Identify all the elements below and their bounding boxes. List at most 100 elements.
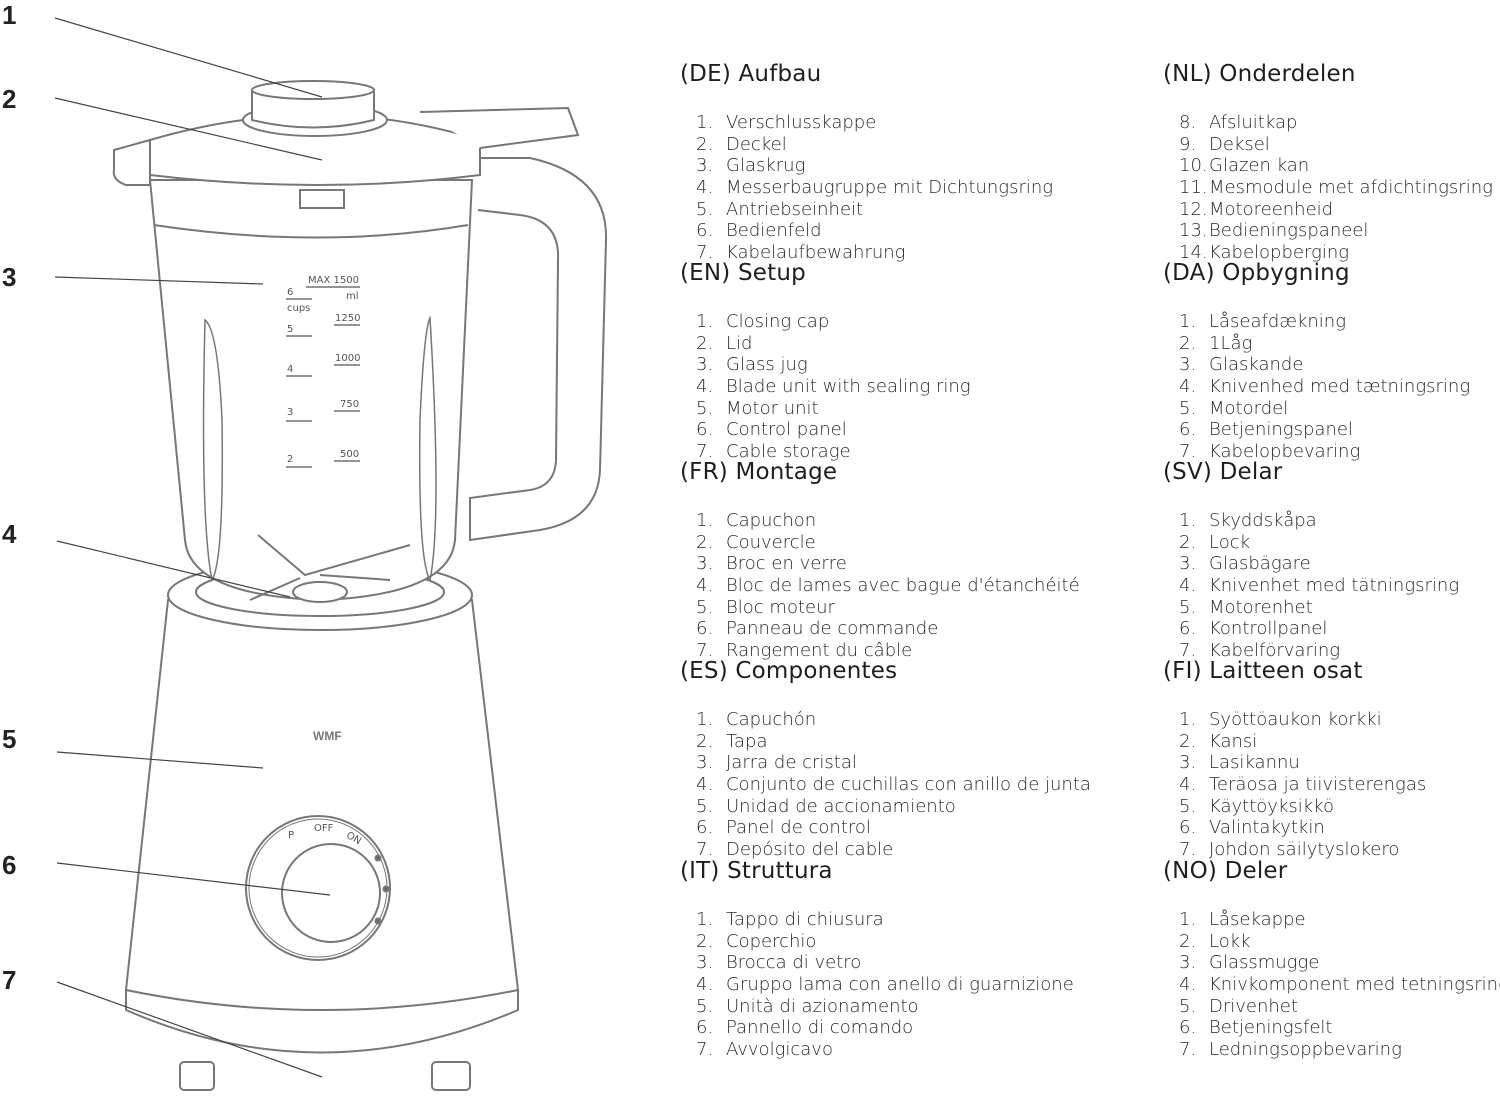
list-item: 6.Panel de control [696, 817, 1020, 839]
list-item: 7. Cable storage [696, 441, 1020, 463]
list-item: 8.Afsluitkap [1179, 112, 1500, 134]
item-number: 6. [696, 618, 714, 640]
list-item: 2.Tapa [696, 731, 1020, 753]
item-label: Capuchon [726, 510, 817, 531]
item-label: Teräosa ja tiivisterengas [1209, 774, 1427, 796]
item-label: Lokk [1209, 930, 1251, 952]
list-item: 6. Valintakytkin [1179, 817, 1500, 839]
item-label: Blade unit with sealing ring [726, 376, 971, 398]
item-number: 6. [1179, 618, 1197, 640]
item-number: 2. [696, 730, 714, 752]
callout-6: 6 [2, 850, 17, 880]
item-number: 6. [1179, 817, 1197, 839]
item-label: Kabelförvaring [1209, 640, 1341, 662]
item-label: Bloc moteur [726, 596, 835, 618]
item-number: 3. [1179, 952, 1197, 974]
item-label: Lock [1209, 531, 1251, 553]
item-label: Låsekappe [1209, 909, 1306, 930]
dial-off-label: OFF [314, 823, 334, 834]
item-label: Tappo di chiusura [726, 909, 884, 930]
item-label: 1Låg [1209, 332, 1253, 354]
callout-3: 3 [2, 262, 17, 292]
item-label: Cable storage [726, 441, 851, 463]
list-item: 4. Knivkomponent med tetningsring [1179, 974, 1500, 996]
item-number: 4. [1179, 376, 1197, 398]
item-label: Glaskrug [726, 155, 806, 177]
item-number: 3. [696, 354, 714, 376]
item-label: Syöttöaukon korkki [1209, 709, 1382, 730]
list-item: 12.Motoreenheid [1179, 199, 1500, 221]
item-number: 1. [1179, 510, 1197, 531]
cups-marking: cups [287, 303, 310, 314]
item-number: 7. [696, 441, 714, 463]
item-label: Gruppo lama con anello di guarnizione [726, 974, 1074, 996]
item-label: Knivkomponent med tetningsring [1209, 974, 1500, 996]
item-number: 11. [1179, 177, 1208, 199]
item-number: 5. [696, 198, 714, 220]
list-item: 2.Coperchio [696, 931, 1020, 953]
foot [179, 1061, 215, 1091]
item-label: Motoreenheid [1209, 198, 1334, 220]
item-label: Glassmugge [1209, 952, 1320, 974]
item-label: Kabelaufbewahrung [726, 242, 906, 264]
item-number: 4. [1179, 974, 1197, 996]
item-number: 5. [1179, 397, 1197, 419]
item-number: 2. [1179, 730, 1197, 752]
item-number: 7. [1179, 441, 1197, 463]
list-item: 5. Antriebseinheit [696, 199, 1020, 221]
item-number: 7. [1179, 839, 1197, 861]
item-number: 5. [1179, 795, 1197, 817]
item-number: 1. [1179, 311, 1197, 332]
callout-1: 1 [2, 0, 17, 30]
item-number: 13. [1179, 220, 1208, 242]
item-number: 6. [696, 419, 714, 441]
item-number: 2. [1179, 332, 1197, 354]
list-item: 9.Deksel [1179, 134, 1500, 156]
list-item: 7. Depósito del cable [696, 839, 1020, 861]
item-label: Bedieningspaneel [1209, 220, 1369, 242]
list-item: 14.Kabelopberging [1179, 242, 1500, 264]
item-number: 7. [696, 839, 714, 861]
blade-unit [249, 534, 411, 601]
list-item: 2. Lock [1179, 532, 1500, 554]
list-item: 7.Ledningsoppbevaring [1179, 1039, 1500, 1061]
list-item: 6.Betjeningsfelt [1179, 1017, 1500, 1039]
item-number: 3. [696, 952, 714, 974]
jug-markings [286, 286, 360, 468]
dial-knob [281, 843, 381, 943]
list-item: 2.Kansi [1179, 731, 1500, 753]
list-item: 2.Couvercle [696, 532, 1020, 554]
item-number: 3. [696, 155, 714, 177]
list-item: 4.Conjunto de cuchillas con anillo de ju… [696, 774, 1091, 796]
list-item: 1.Closing cap [696, 311, 1020, 333]
item-number: 7. [696, 242, 714, 264]
item-label: Kontrollpanel [1209, 618, 1328, 640]
item-label: Skyddskåpa [1209, 510, 1317, 531]
list-item: 2.Lid [696, 333, 1020, 355]
list-item: 3.Glaskande [1179, 354, 1500, 376]
item-label: Betjeningsfelt [1209, 1017, 1333, 1039]
item-label: Brocca di vetro [726, 952, 862, 974]
item-label: Valintakytkin [1209, 817, 1325, 839]
closing-cap [251, 89, 375, 129]
item-number: 2. [1179, 531, 1197, 553]
item-number: 2. [696, 531, 714, 553]
item-number: 6. [696, 1017, 714, 1039]
list-item: 3. Glassmugge [1179, 952, 1500, 974]
item-label: Antriebseinheit [726, 198, 864, 220]
list-item: 13.Bedieningspaneel [1179, 220, 1500, 242]
item-label: Glazen kan [1209, 155, 1310, 177]
item-label: Depósito del cable [726, 839, 894, 861]
list-item: 4.Knivenhed med tætningsring [1179, 376, 1500, 398]
item-number: 5. [696, 995, 714, 1017]
item-number: 4. [696, 376, 714, 398]
item-number: 4. [696, 774, 714, 796]
